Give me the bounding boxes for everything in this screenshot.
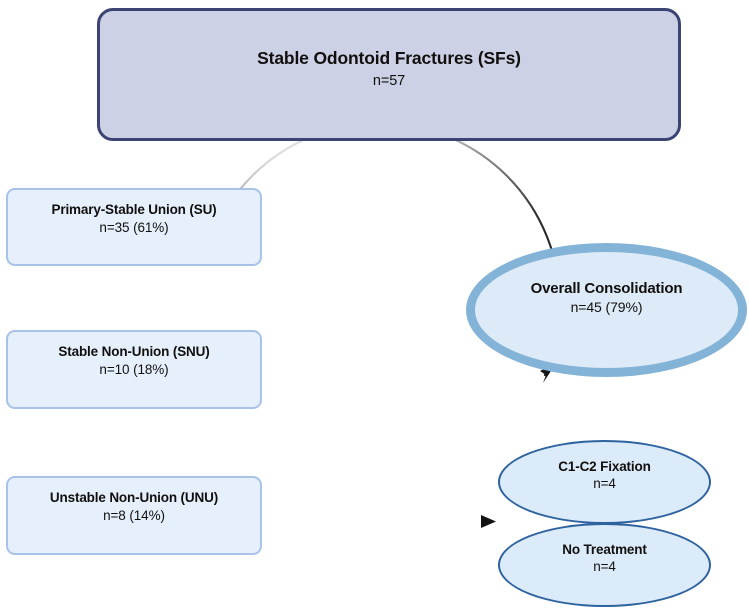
node-c1c2-count: n=4 [593, 476, 616, 492]
node-overall-consolidation[interactable]: Overall Consolidation n=45 (79%) [466, 243, 747, 377]
node-c1c2-title: C1-C2 Fixation [558, 459, 651, 475]
node-stable-non-union[interactable]: Stable Non-Union (SNU) n=10 (18%) [6, 330, 262, 409]
node-unu-title: Unstable Non-Union (UNU) [49, 490, 219, 506]
node-root-title: Stable Odontoid Fractures (SFs) [257, 48, 521, 68]
node-c1-c2-fixation[interactable]: C1-C2 Fixation n=4 [498, 440, 711, 524]
node-no-treatment-title: No Treatment [562, 542, 647, 558]
node-snu-count: n=10 (18%) [99, 362, 169, 378]
node-consolidation-title: Overall Consolidation [530, 279, 683, 297]
node-unstable-non-union[interactable]: Unstable Non-Union (UNU) n=8 (14%) [6, 476, 262, 555]
node-unu-count: n=8 (14%) [103, 508, 165, 524]
node-no-treatment-count: n=4 [593, 559, 616, 575]
straight-connector-arrowhead [481, 515, 496, 528]
node-snu-title: Stable Non-Union (SNU) [58, 344, 210, 360]
node-su-count: n=35 (61%) [99, 219, 169, 235]
node-su-title: Primary-Stable Union (SU) [51, 201, 217, 217]
node-root-stable-odontoid-fractures[interactable]: Stable Odontoid Fractures (SFs) n=57 [97, 8, 681, 141]
node-consolidation-count: n=45 (79%) [570, 299, 643, 316]
node-primary-stable-union[interactable]: Primary-Stable Union (SU) n=35 (61%) [6, 188, 262, 266]
node-root-count: n=57 [372, 72, 406, 89]
node-no-treatment[interactable]: No Treatment n=4 [498, 523, 711, 607]
